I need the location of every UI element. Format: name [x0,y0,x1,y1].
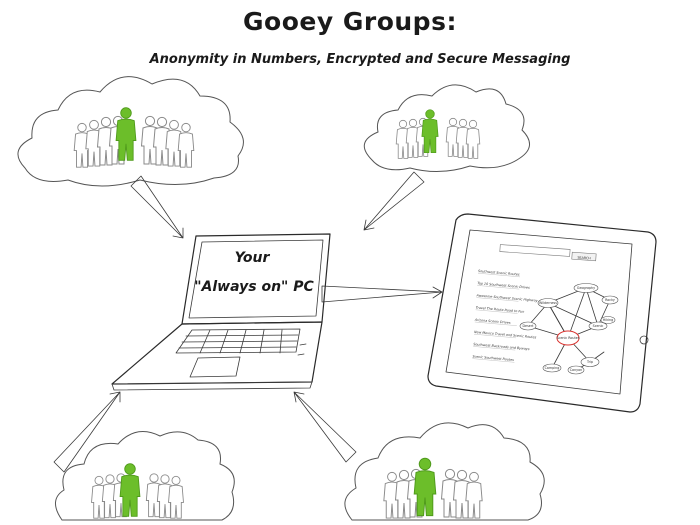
graph-node[interactable]: Scenic [588,321,608,331]
graph-node[interactable]: Canyon [567,365,585,375]
list-item-underline [475,309,518,314]
search-button[interactable] [571,251,597,262]
graph-node-label: Hiking [603,318,613,322]
graph-node-shape [601,295,619,305]
graph-node[interactable]: Trip [580,357,600,367]
arrow-icon [130,175,184,239]
graph-node-shape [588,321,608,331]
graph-node[interactable]: Rocky [601,295,619,305]
graph-node[interactable]: Desert [519,321,537,331]
pc-label-line2: "Always on" PC [194,279,314,295]
graph-node-label: Camping [545,366,560,370]
arrow-icon [363,171,425,231]
arrow-pc-to-tablet [321,285,443,303]
graph-node-shape [567,365,585,375]
graph-node-label: Desert [523,324,535,328]
list-item[interactable]: Scenic Southwest Routes [472,354,514,362]
graph-node-shape [537,298,559,308]
graph-node-shape [580,357,600,367]
list-item[interactable]: Southwest Backroads and Byways [473,342,530,351]
pc-label-line1: Your [235,250,271,266]
arrow-icon [53,391,121,473]
arrow-icon [321,285,443,303]
list-item[interactable]: Top 10 Southwest Scenic Drives [477,281,530,290]
graph-node-shape [556,330,580,346]
cloud-group-top-left [17,76,244,187]
arrow-top-right-to-pc [363,171,425,231]
arrow-icon [293,391,357,463]
graph-node-label: Wilderness [539,301,557,305]
graph-node-label: Trip [586,360,593,364]
cloud-icon [55,431,235,521]
graph-node-label: Canyon [570,368,582,372]
arrow-bottom-right-to-pc [293,391,357,463]
subtitle: Anonymity in Numbers, Encrypted and Secu… [149,52,571,67]
list-item-underline [477,285,520,290]
list-item[interactable]: Awesome Southwest Scenic Highway [475,293,538,302]
home-button-icon [639,335,649,345]
graph-node-label: Geography [577,286,595,290]
graph-node[interactable]: Scenic Routes [556,330,580,346]
graph-node-shape [519,321,537,331]
graph-node-shape [542,363,562,373]
list-item[interactable]: Travel The Route Road to Fun [476,306,525,314]
list-item-underline [472,358,515,363]
arrow-bottom-left-to-pc [53,391,121,473]
list-item-underline [473,334,517,339]
list-item-underline [474,321,517,326]
search-input[interactable] [499,244,571,257]
cloud-group-bottom-right [344,422,545,521]
laptop-icon [111,233,331,391]
cloud-group-top-right [363,84,530,172]
list-item-underline [473,346,516,351]
graph-node-shape [573,283,599,293]
graph-node[interactable]: Camping [542,363,562,373]
search-button-label: SEARCH [577,256,591,261]
title: Gooey Groups: [243,7,457,36]
graph-node-label: Scenic Routes [556,336,579,340]
arrow-top-left-to-pc [130,175,184,239]
graph-node-label: Rocky [605,298,615,302]
tablet-icon [427,213,657,413]
list-item[interactable]: Southwest Scenic Routes [478,269,520,277]
cloud-group-bottom-left [55,431,235,521]
cloud-icon [363,84,530,172]
list-item[interactable]: Arizona Scenic Drives [474,318,511,325]
graph-node[interactable]: Geography [573,283,599,293]
list-item-underline [476,297,519,302]
list-item[interactable]: New Mexico Travel and Scenic Routes [474,330,537,339]
list-item-underline [477,273,521,278]
graph-node[interactable]: Wilderness [537,298,559,308]
graph-node-shape [600,316,616,324]
graph-node-label: Scenic [593,324,604,328]
graph-node[interactable]: Hiking [600,316,616,324]
